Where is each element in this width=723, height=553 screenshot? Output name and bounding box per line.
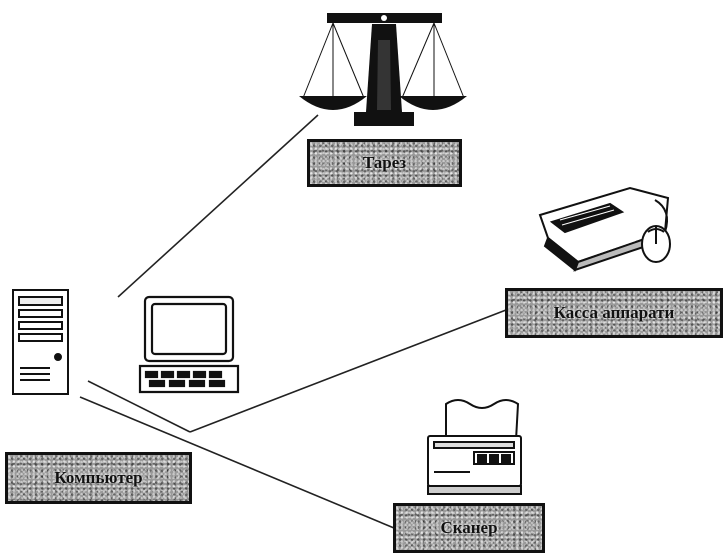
scanner-icon	[427, 399, 522, 495]
line-to-register	[189, 309, 507, 433]
scales-icon	[299, 13, 467, 126]
line-hub	[87, 380, 191, 433]
computer-tower-icon	[12, 289, 69, 395]
computer-label: Компьютер	[5, 452, 192, 504]
line-to-scales	[117, 114, 319, 298]
scanner-label: Сканер	[393, 503, 545, 553]
cash-register-icon	[538, 186, 671, 272]
laptop-icon	[138, 295, 240, 394]
line-to-scanner	[79, 396, 395, 529]
scales-label: Тарез	[307, 139, 462, 187]
cash-register-label: Касса аппарати	[505, 288, 723, 338]
